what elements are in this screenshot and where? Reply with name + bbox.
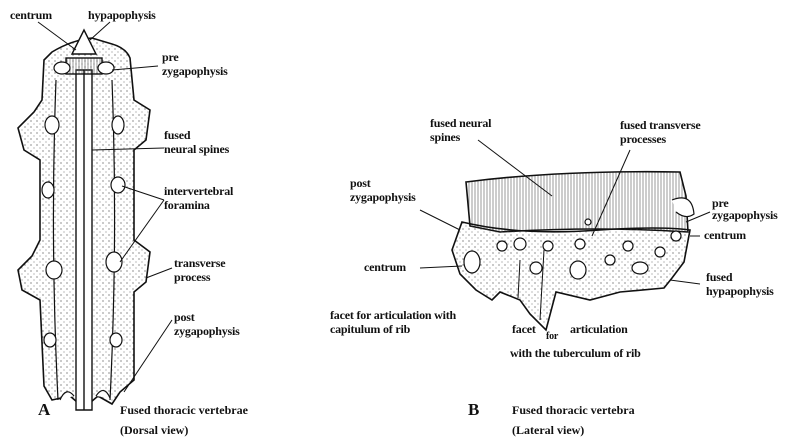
label-intervertebral-a-1: intervertebral	[164, 184, 233, 198]
label-facet-tuberculum-b-b: for	[546, 330, 558, 344]
label-fused-neural-spines-a-2: neural spines	[164, 142, 229, 156]
label-facet-tuberculum-b-c: articulation	[570, 322, 628, 336]
label-transverse-a-1: transverse	[174, 256, 225, 270]
label-fused-a-1: fused	[164, 128, 190, 142]
label-facet-tuberculum-b-2: with the tuberculum of rib	[510, 346, 641, 360]
figure-a-letter: A	[38, 400, 50, 420]
figure-a-caption-line2: (Dorsal view)	[120, 420, 188, 440]
label-post-zygapophysis-b-1: post	[350, 176, 371, 190]
label-facet-capitulum-b-1: facet for articulation with	[330, 308, 456, 322]
label-process-a-2: process	[174, 270, 210, 284]
figure-b-caption-line2: (Lateral view)	[512, 420, 584, 440]
label-post-zygapophysis-b-2: zygapophysis	[350, 190, 416, 204]
label-fused-hypapophysis-b-2: hypapophysis	[706, 284, 774, 298]
label-processes-b-2: processes	[620, 132, 666, 146]
label-centrum-b-left: centrum	[364, 260, 406, 274]
vertebra-b-body	[452, 222, 690, 330]
label-pre-zygapophysis-a-2: zygapophysis	[162, 64, 228, 78]
label-facet-tuberculum-b-a: facet	[512, 322, 536, 336]
label-fused-neural-b-1: fused neural	[430, 116, 491, 130]
label-spines-b-2: spines	[430, 130, 460, 144]
label-post-zygapophysis-a-2: zygapophysis	[174, 324, 240, 338]
label-hypapophysis-a: hypapophysis	[88, 8, 156, 22]
label-centrum-b-right: centrum	[704, 228, 746, 242]
vertebra-b-neural-spines	[466, 172, 688, 232]
label-post-zygapophysis-a-1: post	[174, 310, 195, 324]
figure-b-caption-line1: Fused thoracic vertebra	[512, 400, 635, 420]
label-facet-capitulum-b-2: capitulum of rib	[330, 322, 410, 336]
label-pre-zygapophysis-a-1: pre	[162, 50, 179, 64]
figure-a-caption-line1: Fused thoracic vertebrae	[120, 400, 248, 420]
label-foramina-a-2: foramina	[164, 198, 210, 212]
label-fused-transverse-b-1: fused transverse	[620, 118, 700, 132]
label-fused-hypapophysis-b-1: fused	[706, 270, 732, 284]
figure-b-letter: B	[468, 400, 479, 420]
label-centrum-a: centrum	[10, 8, 52, 22]
label-pre-zygapophysis-b-2: zygapophysis	[712, 208, 778, 222]
